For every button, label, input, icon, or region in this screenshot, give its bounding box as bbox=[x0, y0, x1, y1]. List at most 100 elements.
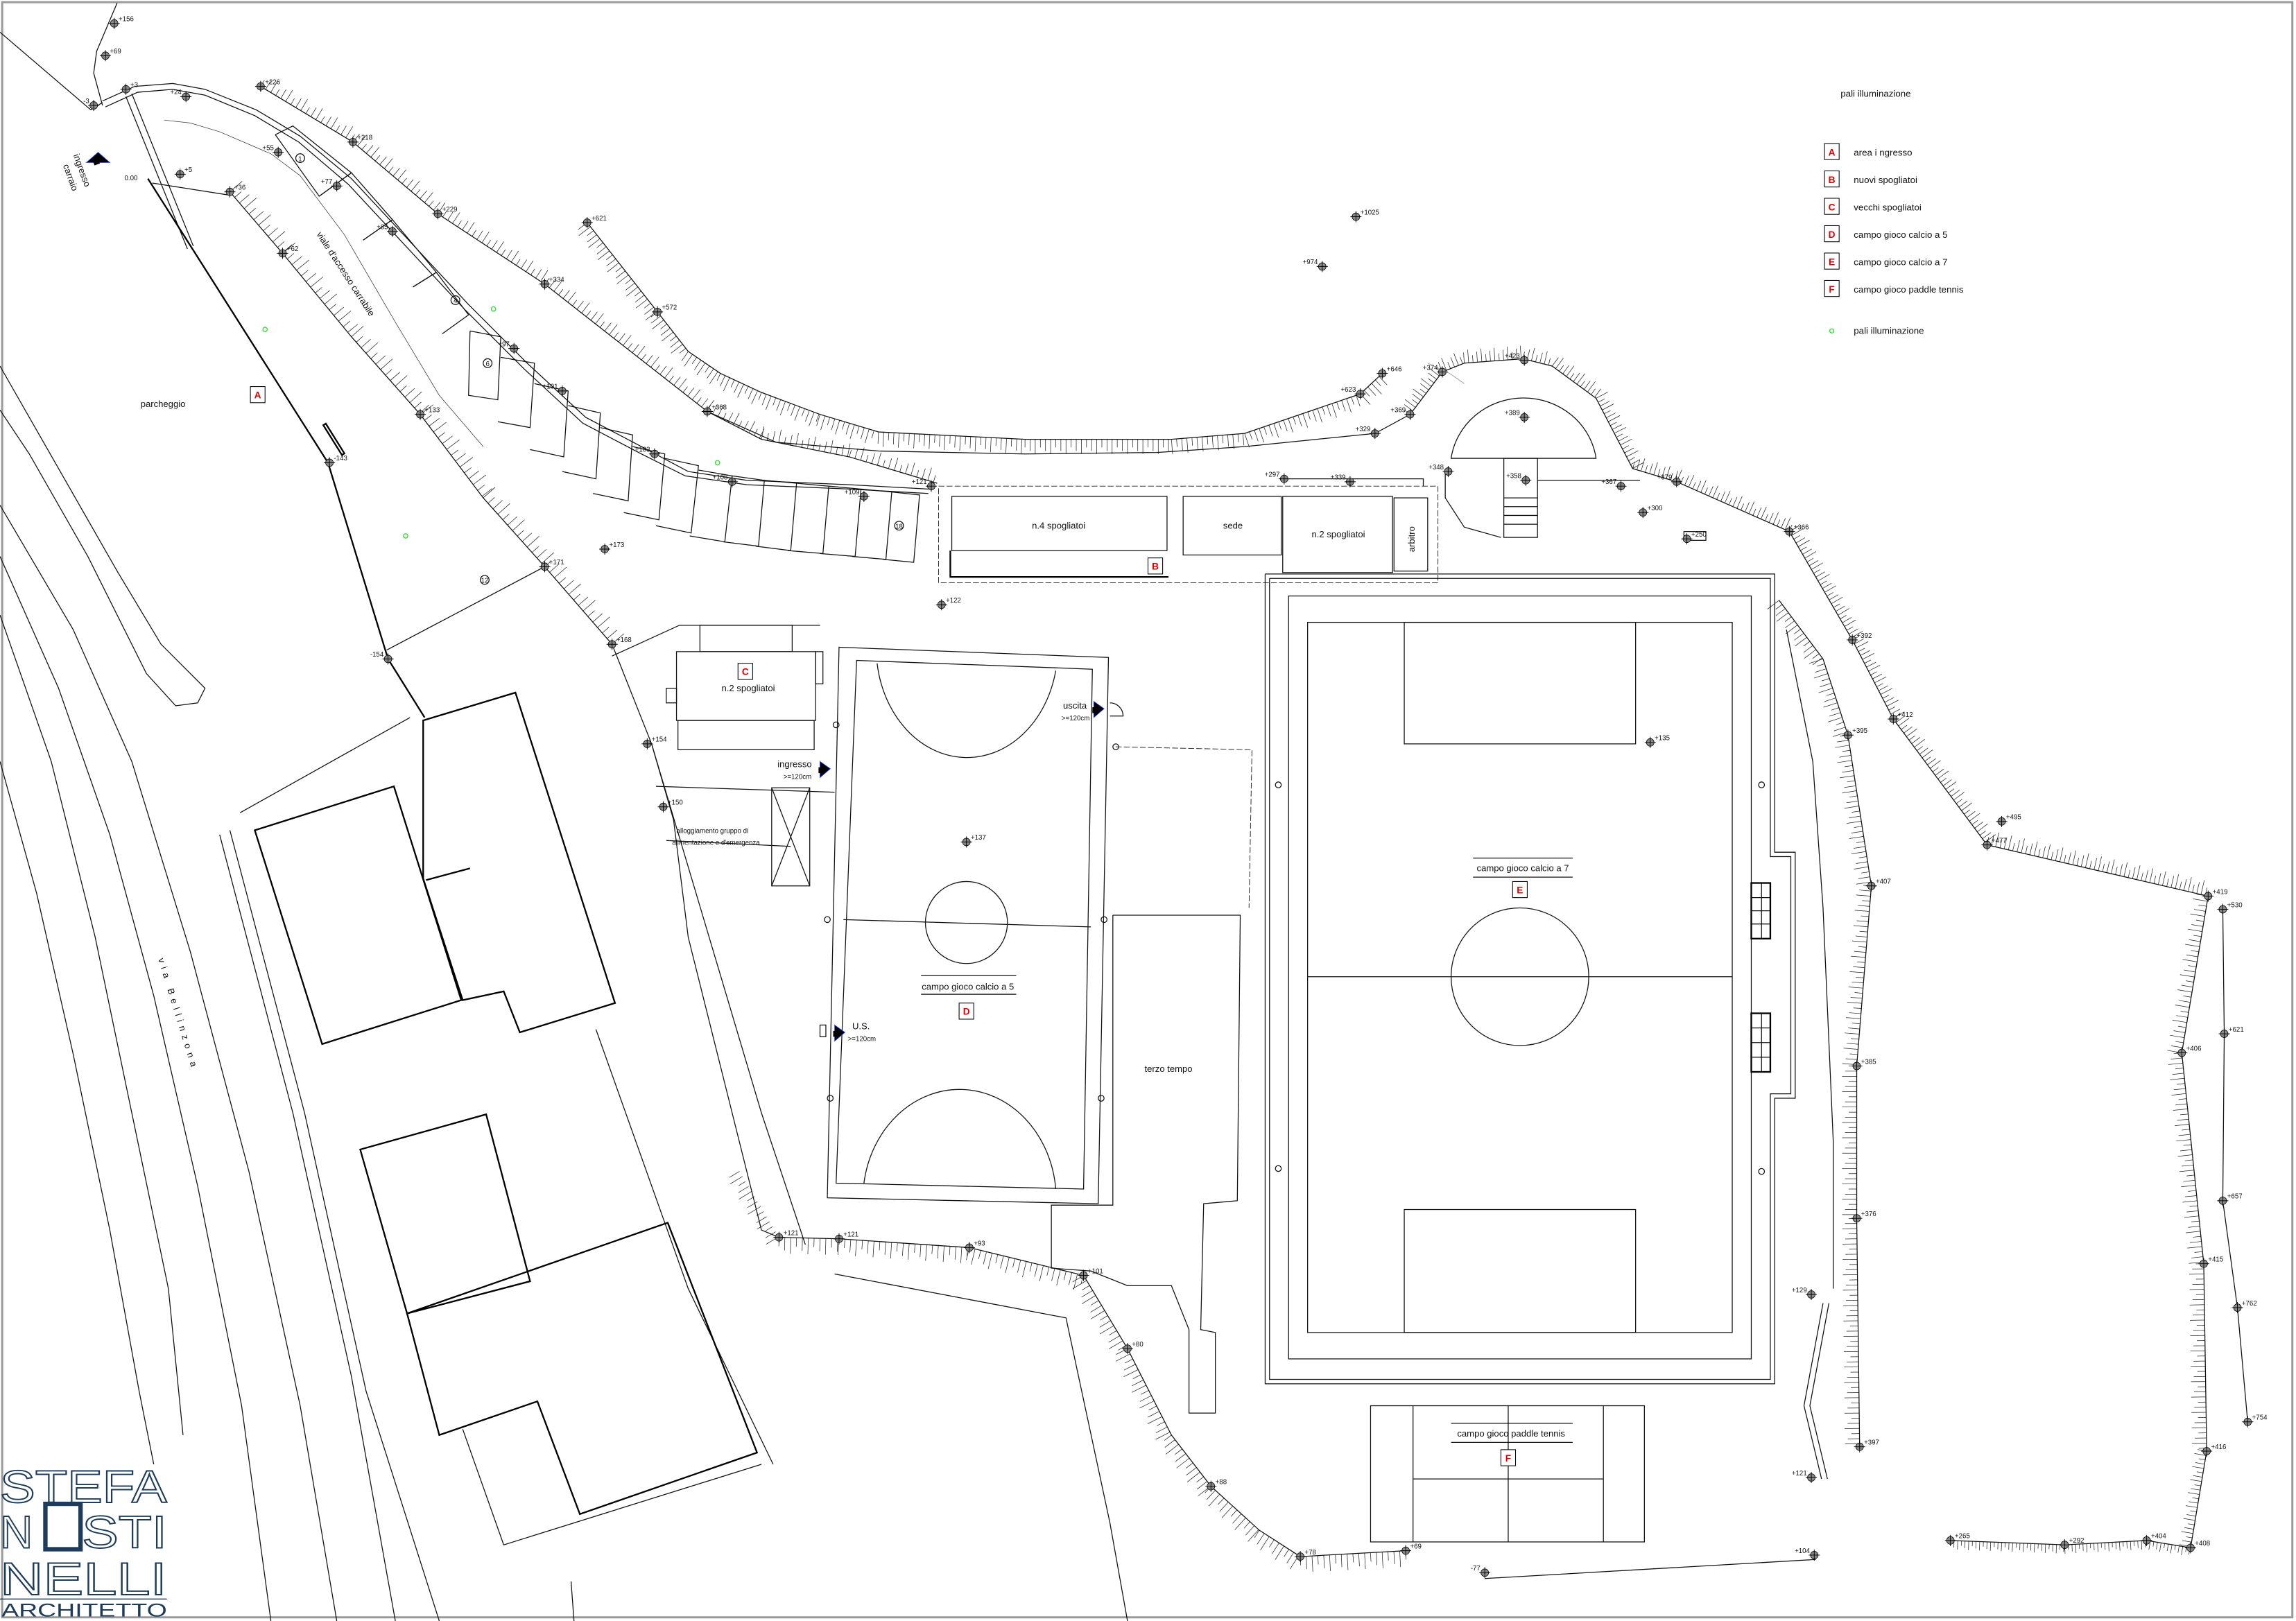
spot-height: +154 bbox=[641, 736, 667, 749]
spot-height: +407 bbox=[1865, 878, 1891, 892]
neighbouring-buildings bbox=[253, 691, 759, 1516]
spot-height-label: +754 bbox=[2252, 1414, 2268, 1422]
spot-height: +412 bbox=[1888, 711, 1913, 725]
svg-text:NELLI: NELLI bbox=[0, 1554, 167, 1604]
spot-height: +250 bbox=[1681, 531, 1707, 545]
spot-height-label: +495 bbox=[2006, 814, 2021, 822]
lighting-pole bbox=[262, 327, 268, 333]
legend-tag: C bbox=[1829, 202, 1836, 213]
spot-height: +392 bbox=[1847, 632, 1872, 645]
legend-label: area i ngresso bbox=[1854, 147, 1912, 157]
spot-height: +376 bbox=[1851, 1211, 1876, 1224]
spot-height: +300 bbox=[1637, 505, 1663, 519]
svg-text:18: 18 bbox=[895, 523, 903, 530]
spot-height-label: +265 bbox=[1955, 1533, 1970, 1541]
svg-text:E: E bbox=[1517, 885, 1523, 895]
lighting-pole bbox=[403, 533, 408, 539]
spot-height: +88 bbox=[1205, 1479, 1227, 1492]
spot-height: +24 bbox=[170, 89, 192, 103]
svg-text:12: 12 bbox=[481, 578, 489, 585]
spot-height: +121 bbox=[773, 1229, 799, 1243]
spot-height-label: +88 bbox=[1216, 1479, 1227, 1486]
spot-height-label: +121 bbox=[912, 478, 927, 486]
spot-height-label: +101 bbox=[1088, 1267, 1103, 1275]
spot-height: +297 bbox=[1265, 471, 1290, 485]
spot-height: +369 bbox=[1390, 407, 1416, 420]
spot-height: +121 bbox=[912, 478, 938, 492]
parking-numbers: 1 4 6 12 18 bbox=[295, 153, 904, 585]
spot-height-label: +69 bbox=[1410, 1543, 1421, 1550]
spot-height: +173 bbox=[599, 541, 624, 555]
spot-height: +530 bbox=[2217, 901, 2243, 915]
emergency-exit-arrow-icon bbox=[819, 1024, 846, 1042]
building-c-old-changing-rooms bbox=[655, 625, 835, 887]
spot-height: +121 bbox=[833, 1231, 858, 1245]
spot-height: +97 bbox=[498, 340, 520, 354]
spot-height-label: +168 bbox=[616, 636, 632, 644]
spot-height: +69 bbox=[1400, 1543, 1422, 1557]
spot-height: +69 bbox=[100, 48, 121, 62]
spot-height: +367 bbox=[1601, 478, 1627, 492]
tag-b: B bbox=[1147, 557, 1164, 575]
spot-height: -3 bbox=[83, 98, 100, 112]
spot-height-label: +621 bbox=[592, 215, 607, 223]
spot-height-label: +379 bbox=[1657, 474, 1673, 482]
spot-height: +3 bbox=[120, 82, 138, 95]
spot-height-label: +376 bbox=[1861, 1211, 1876, 1218]
spot-height-label: +366 bbox=[1794, 523, 1809, 531]
parking-number: 4 bbox=[450, 295, 460, 305]
spot-height: +974 bbox=[1303, 259, 1328, 272]
spot-height-label: +93 bbox=[974, 1240, 985, 1247]
svg-text:4: 4 bbox=[454, 297, 458, 305]
spot-height-label: +101 bbox=[543, 383, 558, 391]
spot-height: +415 bbox=[2198, 1256, 2223, 1269]
spot-height-label: -143 bbox=[334, 455, 347, 462]
spot-height: +101 bbox=[543, 383, 568, 397]
spot-height: +416 bbox=[2201, 1444, 2226, 1457]
spot-height: +108 bbox=[713, 474, 738, 487]
svg-text:STI: STI bbox=[82, 1507, 166, 1557]
spot-height: +55 bbox=[262, 144, 284, 158]
spot-height: -143 bbox=[324, 455, 347, 469]
spot-height-label: +406 bbox=[2186, 1045, 2202, 1052]
parking-number: 18 bbox=[894, 521, 904, 530]
legend-pole-icon bbox=[1829, 328, 1835, 333]
spot-height: +389 bbox=[1505, 410, 1530, 423]
spot-height-label: +173 bbox=[609, 541, 624, 549]
spot-height: +109 bbox=[845, 489, 870, 502]
spot-height: +77 bbox=[321, 178, 343, 192]
spot-height-label: +623 bbox=[1340, 386, 1356, 394]
spot-heights: +156+69+3-3+24+226+218+5+36+55+77+229+85… bbox=[83, 16, 2268, 1579]
legend-tag-box bbox=[1824, 279, 1840, 297]
spot-height-label: +121 bbox=[784, 1229, 799, 1237]
spot-height-label: +397 bbox=[1864, 1439, 1879, 1447]
spot-height-label: +367 bbox=[1601, 478, 1616, 486]
spot-height: +423 bbox=[1505, 352, 1530, 366]
svg-text:F: F bbox=[1505, 1453, 1511, 1464]
spot-height: +93 bbox=[963, 1240, 985, 1254]
legend-label: campo gioco calcio a 5 bbox=[1854, 229, 1947, 240]
spot-height-label: +368 bbox=[711, 404, 727, 411]
spot-height-label: +334 bbox=[549, 277, 564, 284]
spot-height-label: +572 bbox=[662, 304, 677, 312]
spot-height-label: +339 bbox=[1331, 474, 1346, 482]
spot-height: +385 bbox=[1851, 1058, 1876, 1072]
spot-height-label: +121 bbox=[843, 1231, 858, 1239]
label-spogliatoi-2: n.2 spogliatoi bbox=[1311, 529, 1365, 539]
spot-height-label: +530 bbox=[2227, 901, 2243, 909]
label-c-spogliatoi: n.2 spogliatoi bbox=[721, 683, 775, 693]
lighting-pole bbox=[490, 306, 497, 312]
spot-height: +368 bbox=[701, 404, 727, 417]
spot-height: +218 bbox=[347, 135, 372, 148]
svg-text:B: B bbox=[1152, 562, 1159, 572]
spot-height-label: +150 bbox=[668, 799, 683, 807]
legend-tag: D bbox=[1829, 229, 1836, 240]
label-terzo-tempo: terzo tempo bbox=[1145, 1064, 1193, 1074]
spot-height-label: +416 bbox=[2211, 1444, 2227, 1451]
spot-height-label: +24 bbox=[170, 89, 182, 96]
spot-height: +135 bbox=[1644, 735, 1670, 748]
